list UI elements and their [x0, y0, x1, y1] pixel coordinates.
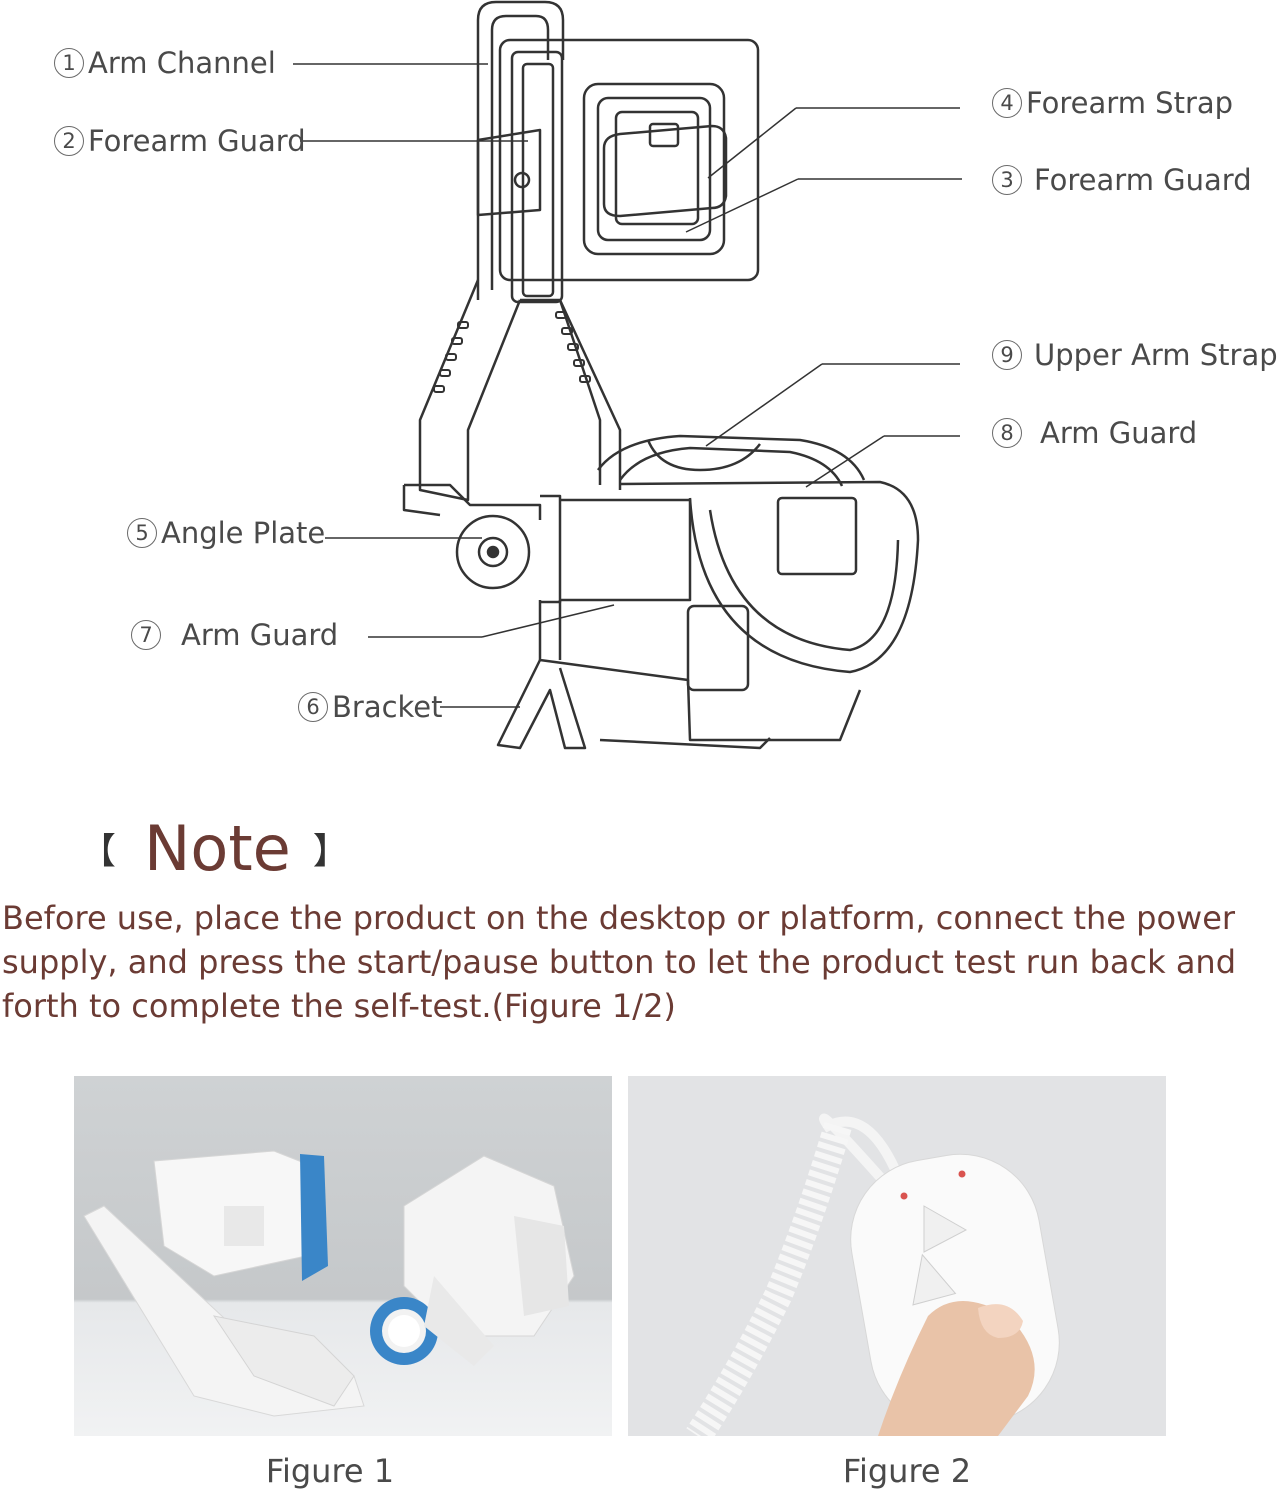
callout-number: 1 [54, 48, 84, 78]
upper-arm-strap [596, 434, 866, 481]
figure-1-caption: Figure 1 [265, 1452, 395, 1490]
bracket-open: 【 [80, 831, 117, 872]
callout-label: Forearm Strap [1026, 85, 1234, 120]
callout-forearm-strap: 4 Forearm Strap [992, 88, 1233, 118]
callout-label: Arm Channel [88, 45, 276, 80]
callout-arm-guard-right: 8 Arm Guard [992, 418, 1197, 448]
figure-2-caption: Figure 2 [842, 1452, 972, 1490]
figure-2-photo [628, 1076, 1166, 1436]
callout-forearm-guard-left: 2 Forearm Guard [54, 126, 306, 156]
callout-number: 3 [992, 165, 1022, 195]
bracket-close: 】 [312, 831, 349, 872]
device-diagram [293, 0, 962, 750]
callout-label: Upper Arm Strap [1034, 337, 1278, 372]
callout-number: 8 [992, 418, 1022, 448]
callout-upper-arm-strap: 9 Upper Arm Strap [992, 340, 1278, 370]
callout-label: Bracket [332, 689, 443, 724]
note-title: Note [144, 811, 291, 885]
angle-plate-knob [455, 514, 531, 590]
note-text: Before use, place the product on the des… [2, 899, 1237, 1025]
callout-number: 2 [54, 126, 84, 156]
callout-bracket: 6 Bracket [298, 692, 443, 722]
arm-guard-cradle [619, 480, 920, 674]
callout-number: 5 [127, 518, 157, 548]
callout-label: Arm Guard [181, 617, 339, 652]
callout-label: Arm Guard [1040, 415, 1198, 450]
callout-label: Forearm Guard [88, 123, 306, 158]
callout-arm-guard-left: 7 Arm Guard [131, 620, 338, 650]
callout-number: 7 [131, 620, 161, 650]
callout-arm-channel: 1 Arm Channel [54, 48, 276, 78]
figure-1-photo [74, 1076, 612, 1436]
arm-channel [476, 0, 565, 300]
callout-number: 4 [992, 88, 1022, 118]
callout-forearm-guard-right: 3 Forearm Guard [992, 165, 1252, 195]
main-housing [540, 494, 562, 604]
callout-label: Angle Plate [161, 515, 326, 550]
callout-label: Forearm Guard [1034, 162, 1252, 197]
callout-number: 6 [298, 692, 328, 722]
forearm-strap [602, 124, 728, 218]
bracket-legs [496, 659, 587, 750]
note-heading: 【 Note 】 [80, 808, 349, 888]
callout-angle-plate: 5 Angle Plate [127, 518, 325, 548]
callout-number: 9 [992, 340, 1022, 370]
left-strut [418, 279, 522, 502]
forearm-guard-plate [498, 38, 760, 282]
